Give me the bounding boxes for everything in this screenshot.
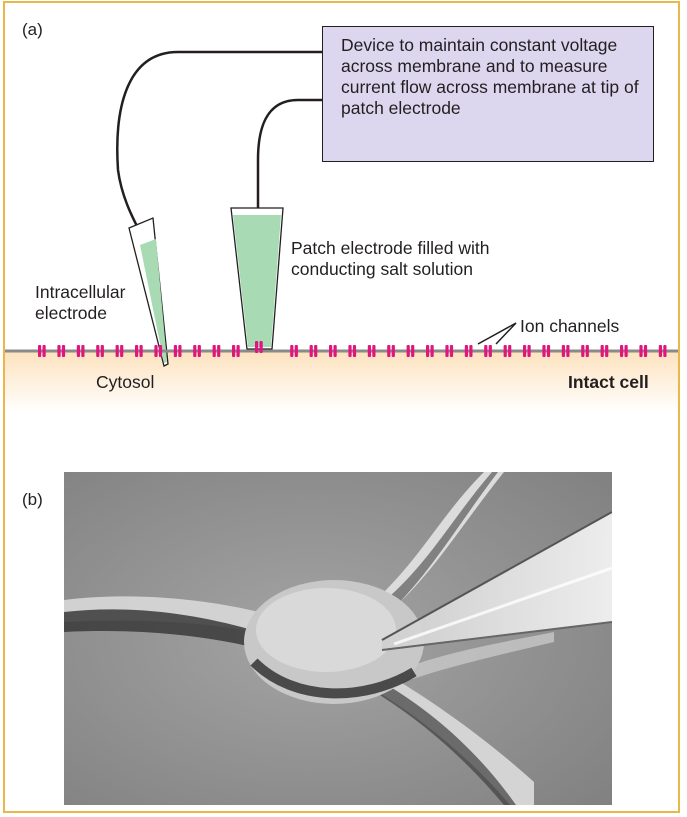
ion-channel	[329, 345, 332, 357]
ion-channel	[193, 345, 196, 357]
ion-channel	[198, 345, 201, 357]
ion-channel	[581, 345, 584, 357]
micrograph-photo	[64, 472, 612, 805]
ion-channel	[542, 345, 545, 357]
ion-channel	[523, 345, 526, 357]
ion-channel	[140, 345, 143, 357]
cytosol-label: Cytosol	[96, 372, 154, 393]
ion-channel	[601, 345, 604, 357]
intracellular-electrode-fill	[140, 239, 167, 363]
ion-channel-pointer	[478, 323, 516, 344]
ion-channel	[566, 345, 569, 357]
ion-channel	[484, 345, 487, 357]
ion-channel	[62, 345, 65, 357]
intracellular-wire	[117, 52, 322, 242]
ion-channel	[295, 345, 298, 357]
intact-cell-label: Intact cell	[568, 372, 649, 393]
ion-channel	[528, 345, 531, 357]
ion-channel	[620, 345, 623, 357]
ion-channel	[57, 345, 60, 357]
intracellular-electrode-label: Intracellular electrode	[35, 282, 135, 324]
ion-channel	[81, 345, 84, 357]
ion-channel	[154, 345, 157, 357]
ion-channel	[644, 345, 647, 357]
device-callout-box: Device to maintain constant voltage acro…	[322, 26, 654, 162]
ion-channel	[450, 345, 453, 357]
micrograph-illustration	[64, 472, 612, 805]
ion-channel	[77, 345, 80, 357]
ion-channel	[411, 345, 414, 357]
ion-channel	[232, 345, 235, 357]
ion-channel	[586, 345, 589, 357]
ion-channel	[504, 345, 507, 357]
patched-ion-channel	[260, 341, 263, 353]
ion-channel	[237, 345, 240, 357]
ion-channel	[426, 345, 429, 357]
ion-channel	[387, 345, 390, 357]
ion-channel	[101, 345, 104, 357]
ion-channel-pointer	[496, 323, 516, 344]
ion-channel	[663, 345, 666, 357]
ion-channel	[135, 345, 138, 357]
ion-channel	[372, 345, 375, 357]
ion-channel	[213, 345, 216, 357]
ion-channel	[445, 345, 448, 357]
patched-ion-channel	[255, 341, 258, 353]
ion-channel	[392, 345, 395, 357]
ion-channel	[314, 345, 317, 357]
ion-channel	[407, 345, 410, 357]
ion-channel	[43, 345, 46, 357]
ion-channel	[217, 345, 220, 357]
ion-channel	[38, 345, 41, 357]
ion-channel	[334, 345, 337, 357]
ion-channel	[489, 345, 492, 357]
ion-channel	[159, 345, 162, 357]
ion-channel	[353, 345, 356, 357]
ion-channels-label: Ion channels	[520, 316, 619, 337]
ion-channel	[290, 345, 293, 357]
ion-channel	[368, 345, 371, 357]
patch-electrode-label: Patch electrode filled with conducting s…	[291, 238, 491, 280]
ion-channel	[469, 345, 472, 357]
panel-b-label: (b)	[22, 490, 43, 510]
patch-wire	[258, 100, 322, 210]
ion-channel	[659, 345, 662, 357]
ion-channel	[465, 345, 468, 357]
ion-channel	[508, 345, 511, 357]
ion-channel	[120, 345, 123, 357]
ion-channel	[562, 345, 565, 357]
ion-channel	[625, 345, 628, 357]
ion-channel	[639, 345, 642, 357]
ion-channel	[96, 345, 99, 357]
ion-channel	[431, 345, 434, 357]
ion-channel	[174, 345, 177, 357]
ion-channel	[116, 345, 119, 357]
ion-channel	[178, 345, 181, 357]
ion-channel	[348, 345, 351, 357]
ion-channel	[310, 345, 313, 357]
ion-channel	[605, 345, 608, 357]
ion-channel	[547, 345, 550, 357]
